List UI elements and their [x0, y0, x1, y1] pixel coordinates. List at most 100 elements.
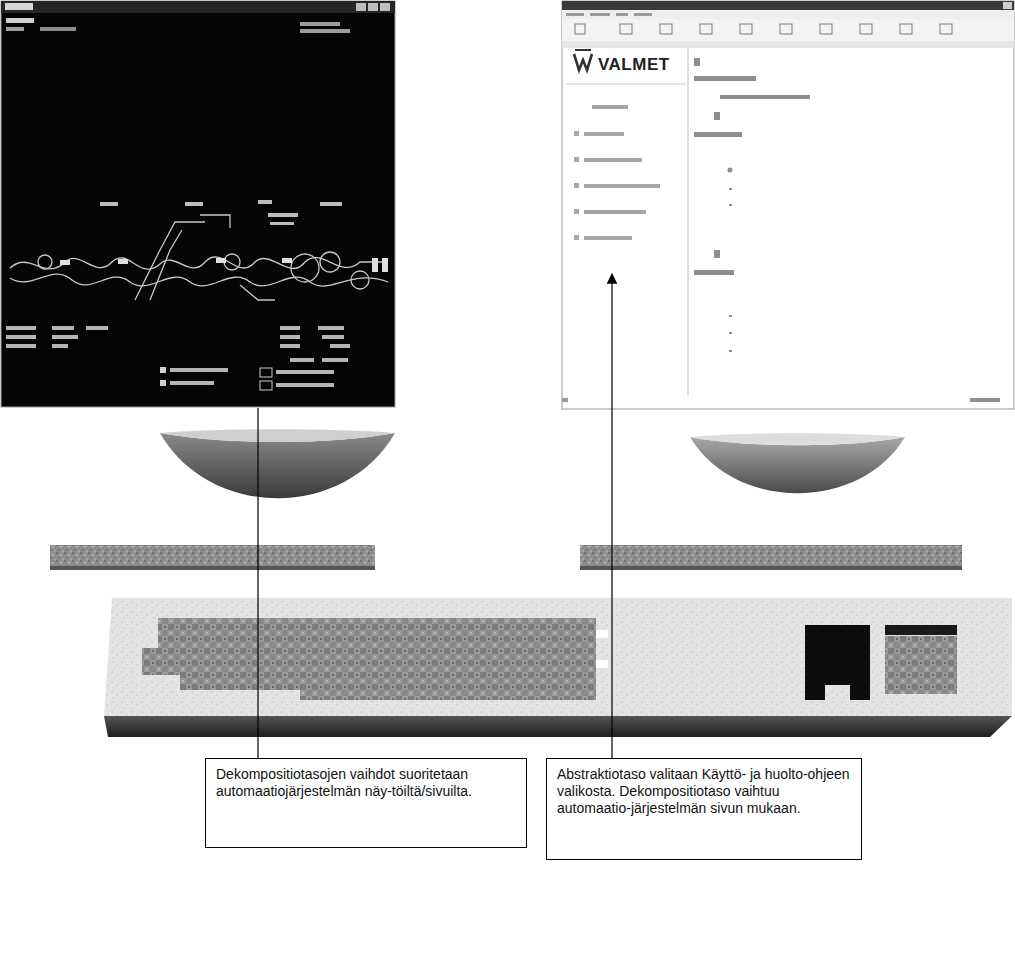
drawing-part: [318, 326, 344, 330]
drawing-part: [270, 222, 294, 225]
base-gap: [596, 660, 608, 668]
automation-screen: [1, 1, 395, 407]
drawing-part: [280, 326, 300, 330]
bar-edge: [50, 566, 375, 570]
drawing-part: [38, 255, 52, 269]
status-mark: [562, 398, 568, 402]
drawing-part: [240, 285, 275, 300]
drawing-part: [694, 132, 742, 137]
drawing-part: [714, 112, 720, 120]
logo-text: VALMET: [598, 55, 670, 75]
bar-layer: [580, 545, 962, 570]
drawing-part: [694, 76, 756, 81]
logo-icon: [574, 50, 592, 70]
drawing-part: [86, 326, 108, 330]
drawing-part: [780, 24, 792, 34]
menu-mark: [6, 18, 34, 23]
drawing-part: [900, 24, 912, 34]
drawing-part: [694, 58, 700, 66]
drawing-part: [970, 398, 1000, 402]
screen-frame: [1, 1, 395, 407]
base-edge: [104, 716, 1012, 737]
drawing-part: [584, 132, 624, 136]
drawing-part: [280, 335, 300, 339]
drawing-part: [135, 222, 205, 300]
callout-box: Dekompositiotasojen vaihdot suoritetaan …: [205, 758, 527, 848]
drawing-part: [592, 105, 628, 109]
base-pattern: [142, 618, 596, 700]
drawing-part: [320, 202, 342, 206]
drawing-part: [574, 157, 579, 162]
drawing-part: [216, 258, 226, 263]
base-block: [805, 625, 870, 700]
nav-marks: [574, 105, 660, 240]
drawing-part: [52, 344, 68, 348]
drawing-part: [729, 350, 732, 352]
drawing-part: [372, 258, 378, 272]
drawing-part: [820, 24, 832, 34]
lens-layer: [690, 437, 905, 493]
drawing-part: [720, 95, 810, 99]
drawing-part: [280, 344, 300, 348]
drawing-part: [574, 54, 592, 70]
leader-arrow: [611, 274, 612, 758]
drawing-part: [322, 358, 348, 362]
drawing-part: [575, 49, 591, 51]
drawing-part: [258, 200, 272, 204]
drawing-part: [660, 24, 672, 34]
manual-screen: [562, 1, 1014, 409]
drawing-part: [574, 235, 579, 240]
indicator: [160, 380, 166, 386]
drawing-part: [276, 370, 334, 374]
drawing-part: [584, 210, 646, 214]
drawing-part: [351, 271, 369, 289]
drawing-part: [276, 383, 334, 387]
drawing-part: [170, 381, 214, 385]
base-gap: [596, 630, 608, 638]
base-plate: [104, 598, 1012, 716]
drawing-part: [10, 274, 388, 286]
address-bar: [562, 41, 1014, 48]
drawing-part: [574, 131, 579, 136]
drawing-part: [118, 259, 128, 264]
lens-top: [690, 433, 905, 445]
drawing-part: [100, 202, 118, 206]
drawing-part: [728, 168, 733, 173]
drawing-part: [224, 254, 240, 270]
drawing-part: [740, 24, 752, 34]
drawing-part: [268, 213, 298, 217]
screen-frame: [562, 1, 1014, 409]
drawing-part: [382, 258, 388, 272]
process-graphic: [10, 215, 388, 300]
logo-rule: [566, 84, 686, 85]
drawing-part: [200, 215, 230, 228]
title-bar: [562, 1, 1014, 10]
drawing-part: [566, 13, 584, 16]
lens-top: [160, 429, 395, 442]
drawing-part: [729, 204, 732, 206]
menu-mark: [40, 27, 76, 31]
callout-box: Abstraktiotaso valitaan Käyttö- ja huolt…: [546, 758, 862, 860]
title-mark: [5, 3, 33, 10]
drawing-part: [729, 315, 732, 317]
drawing-part: [170, 368, 228, 372]
drawing-part: [616, 13, 628, 16]
drawing-part: [700, 24, 712, 34]
drawing-part: [729, 332, 732, 334]
drawing-part: [584, 158, 642, 162]
drawing-part: [290, 358, 314, 362]
callout-text: Dekompositiotasojen vaihdot suoritetaan …: [216, 766, 516, 800]
drawing-part: [860, 24, 872, 34]
bar-edge: [580, 566, 962, 570]
window-button: [368, 3, 378, 11]
drawing-part: [634, 13, 652, 16]
drawing-part: [574, 183, 579, 188]
checkbox: [260, 381, 272, 390]
drawing-part: [694, 270, 734, 275]
drawing-part: [320, 252, 340, 272]
window-button: [356, 3, 366, 11]
drawing-part: [584, 236, 632, 240]
value-marks: [100, 200, 342, 225]
drawing-part: [330, 344, 350, 348]
